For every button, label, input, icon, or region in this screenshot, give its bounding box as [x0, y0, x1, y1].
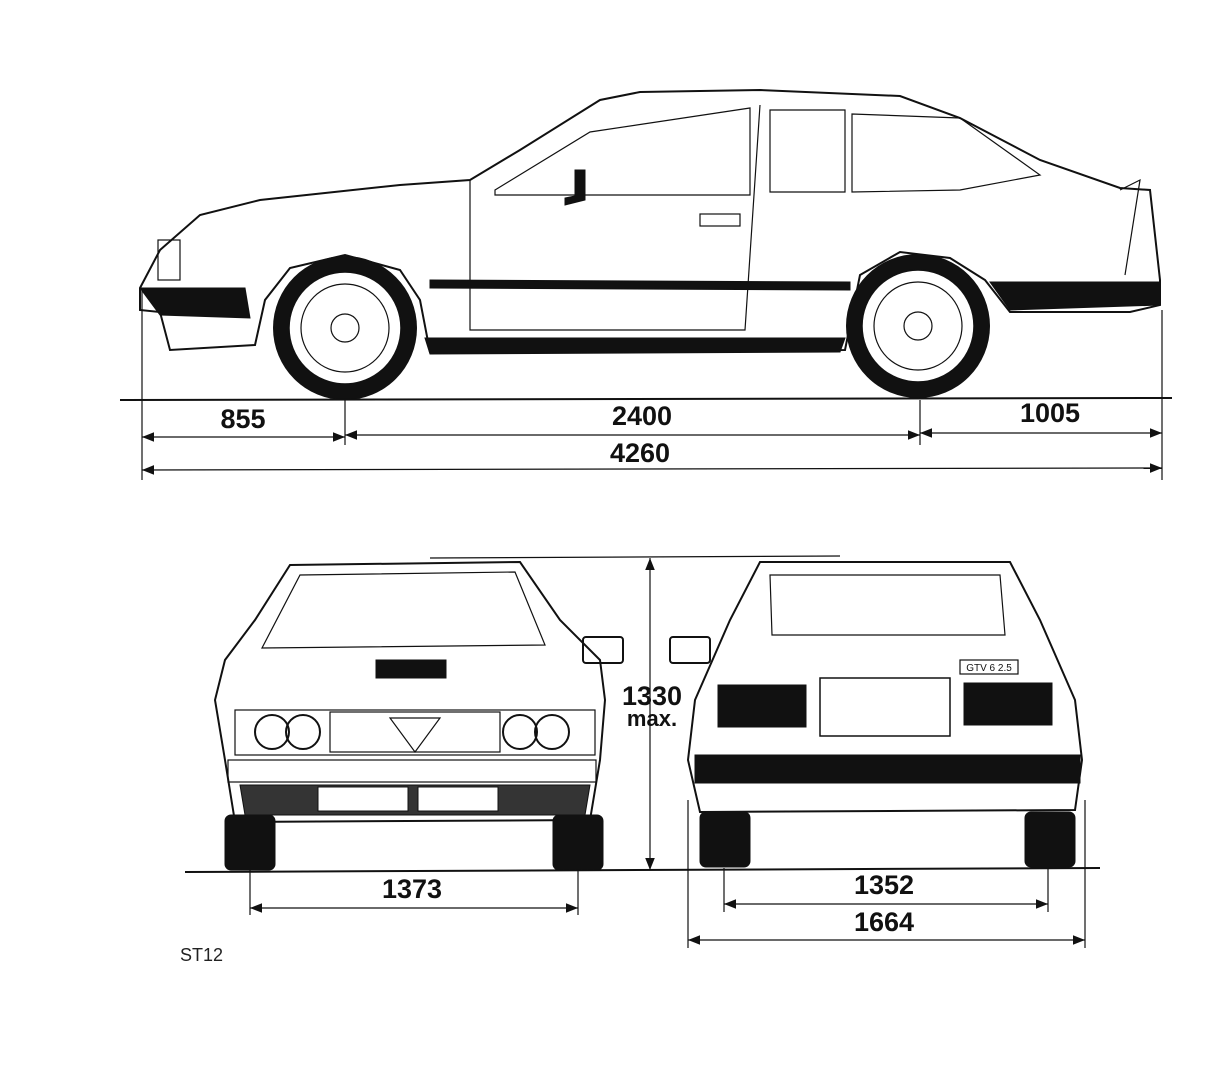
- rear-track-label: 1352: [854, 870, 914, 900]
- ground-line-front: [184, 867, 1101, 873]
- height-note: max.: [627, 706, 677, 731]
- side-dimension-lines: [141, 290, 1163, 480]
- front-overhang-label: 855: [220, 404, 265, 434]
- front-rear-dimension-lines: [249, 555, 1086, 948]
- side-view-car: [139, 88, 1161, 400]
- height-label: 1330: [622, 681, 682, 711]
- rear-overhang-label: 1005: [1020, 398, 1080, 428]
- drawing-code: ST12: [180, 945, 223, 965]
- front-track-label: 1373: [382, 874, 442, 904]
- wheelbase-label: 2400: [612, 401, 672, 431]
- rear-view-car: GTV 6 2.5: [669, 561, 1084, 868]
- ground-line-side: [119, 397, 1173, 401]
- overall-width-label: 1664: [854, 907, 914, 937]
- rear-badge-text: GTV 6 2.5: [966, 663, 1012, 674]
- front-wheel: [273, 256, 417, 400]
- overall-length-label: 4260: [610, 438, 670, 468]
- rear-badge: [959, 659, 1019, 675]
- front-view-car: [213, 560, 624, 871]
- rear-wheel: [846, 254, 990, 398]
